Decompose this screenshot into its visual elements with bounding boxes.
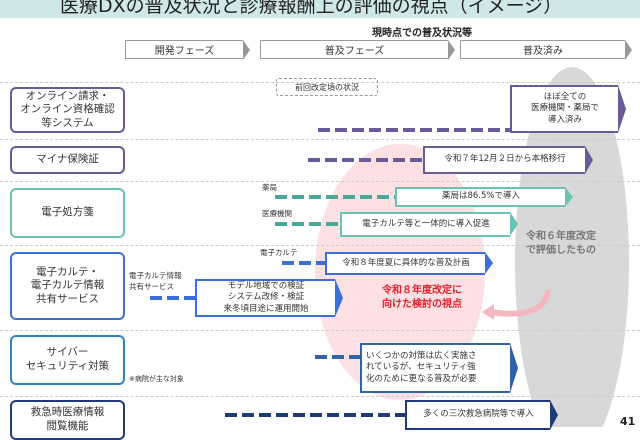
arrow-tip	[510, 212, 518, 236]
row-label-e-prescription: 電子処方箋	[10, 188, 125, 238]
status-online-system: ほぼ全ての 医療機関・薬局で 導入済み	[510, 85, 618, 133]
tag-ehr-sharing: 電子カルテ情報 共有サービス	[129, 271, 182, 292]
curved-arrow	[489, 289, 551, 317]
progress-dash	[150, 296, 195, 300]
progress-dash	[318, 128, 510, 132]
tag-pharmacy: 薬局	[262, 183, 277, 192]
previous-revision-callout: 前回改定頃の状況	[276, 78, 378, 96]
progress-dash	[275, 222, 340, 226]
status-ehr-sharing: モデル地域での検証 システム改修・検証 来冬頃目途に運用開始	[195, 279, 335, 317]
arrow-tip	[550, 400, 558, 430]
phase-development: 開発フェーズ	[125, 40, 250, 60]
progress-dash	[308, 158, 423, 162]
page-title: 医療DXの普及状況と診療報酬上の評価の視点（イメージ）	[60, 0, 563, 17]
row-label-cybersecurity: サイバー セキュリティ対策	[10, 335, 125, 385]
progress-dash	[275, 195, 395, 199]
row-label-ehr: 電子カルテ・ 電子カルテ情報 共有サービス	[10, 252, 125, 320]
progress-dash	[315, 355, 360, 359]
arrow-tip	[510, 343, 518, 393]
status-medical-institution: 電子カルテ等と一体的に導入促進	[340, 212, 510, 237]
revision-2026-label: 令和８年度改定に 向けた検討の視点	[382, 285, 462, 310]
tag-medical-institution: 医療機関	[262, 209, 292, 218]
phase-complete: 普及済み	[460, 40, 632, 60]
status-myna-card: 令和７年12月２日から本格移行	[423, 146, 585, 174]
status-emergency-info: 多くの三次救急病院等で導入	[405, 400, 550, 430]
status-cybersecurity: いくつかの対策は広く実施さ れているが、セキュリティ強 化のために更なる普及が必…	[360, 343, 510, 393]
title-bar: 医療DXの普及状況と診療報酬上の評価の視点（イメージ）	[0, 0, 640, 18]
section-subtitle: 現時点での普及状況等	[372, 28, 472, 39]
phase-diffusion: 普及フェーズ	[260, 40, 455, 60]
cybersecurity-note: ※病院が主な対象	[129, 375, 184, 383]
revision-2024-label: 令和６年度改定 で評価したもの	[526, 231, 596, 256]
arrow-tip	[485, 252, 493, 274]
progress-dash	[282, 261, 325, 265]
arrow-tip	[565, 187, 573, 207]
status-pharmacy: 薬局は86.5%で導入	[395, 187, 565, 207]
progress-dash	[225, 413, 405, 417]
arrow-tip	[335, 279, 343, 317]
arrow-tip	[585, 146, 593, 174]
row-label-online-system: オンライン請求・ オンライン資格確認 等システム	[10, 87, 125, 133]
arrow-tip	[618, 85, 626, 133]
row-label-emergency-info: 救急時医療情報 閲覧機能	[10, 400, 125, 440]
status-ehr: 令和８年度夏に具体的な普及計画	[325, 252, 485, 275]
arrow-head	[482, 304, 494, 320]
tag-ehr: 電子カルテ	[260, 248, 298, 257]
row-label-myna-card: マイナ保険証	[10, 146, 125, 174]
page-number: 41	[620, 415, 636, 428]
